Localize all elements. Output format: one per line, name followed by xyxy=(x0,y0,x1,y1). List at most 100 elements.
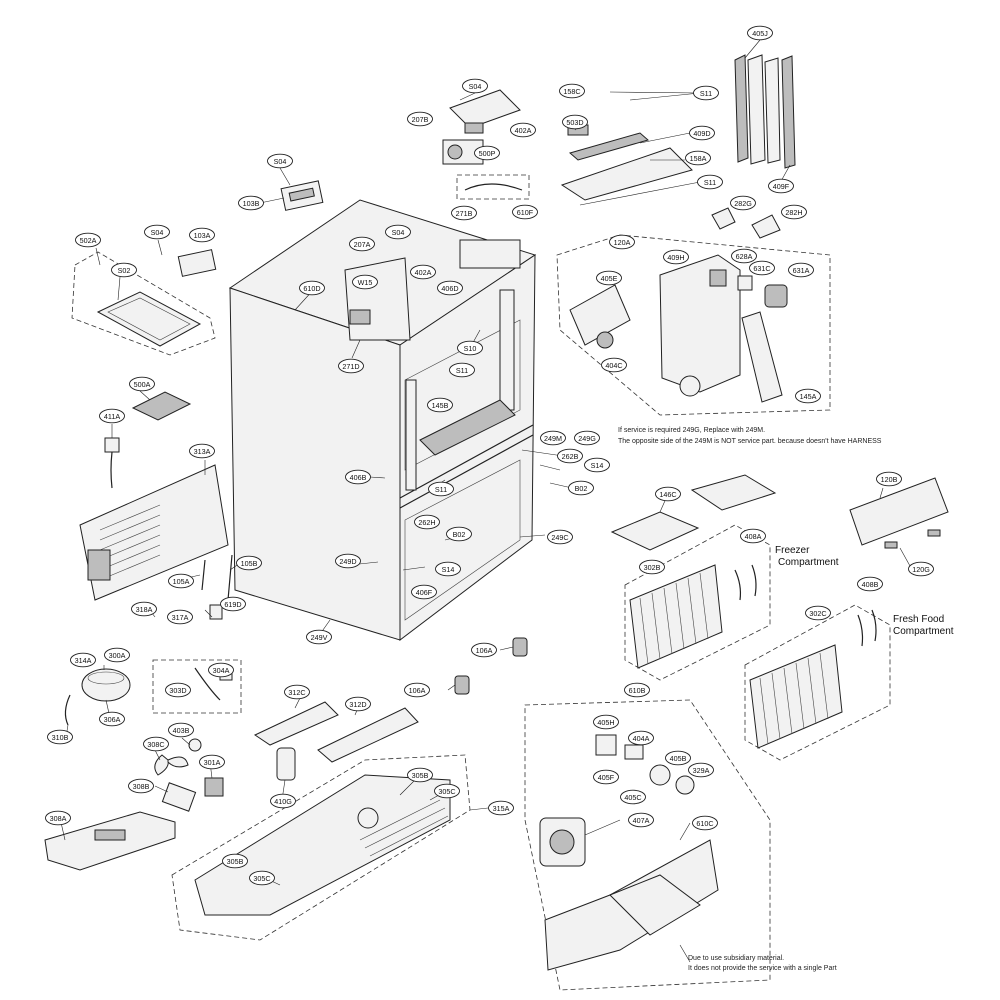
callout-bubble xyxy=(165,682,191,698)
callout-label: 105B xyxy=(241,559,258,568)
callout-label: 405E xyxy=(601,274,618,283)
callout-label: 308A xyxy=(50,814,67,823)
callout-bubble xyxy=(620,789,646,805)
callout-bubble xyxy=(562,114,588,130)
callout-label: 631C xyxy=(753,264,770,273)
callout-bubble xyxy=(338,358,364,374)
callout-bubble xyxy=(428,481,454,497)
callout-b02: B02 xyxy=(446,526,472,542)
callout-label: 308C xyxy=(147,740,164,749)
callout-label: S02 xyxy=(118,266,131,275)
callout-314a: 314A xyxy=(70,652,96,668)
note-service-249g-2: The opposite side of the 249M is NOT ser… xyxy=(618,438,882,445)
callout-405e: 405E xyxy=(596,270,622,286)
callout-308b: 308B xyxy=(128,778,154,794)
callout-bubble xyxy=(510,122,536,138)
callout-317a: 317A xyxy=(167,609,193,625)
callout-262b: 262B xyxy=(557,448,583,464)
callout-500a: 500A xyxy=(129,376,155,392)
callout-bubble xyxy=(665,750,691,766)
capacitor-410g xyxy=(276,747,296,781)
callout-label: 105A xyxy=(173,577,190,586)
callout-302c: 302C xyxy=(805,605,831,621)
callout-407a: 407A xyxy=(628,812,654,828)
callout-label: 405C xyxy=(624,793,641,802)
callout-bubble xyxy=(795,388,821,404)
callout-label: 106A xyxy=(476,646,493,655)
callout-271b: 271B xyxy=(451,205,477,221)
callout-label: 249C xyxy=(551,533,568,542)
power-cord-411a xyxy=(104,437,120,489)
callout-402a: 402A xyxy=(510,122,536,138)
callout-bubble xyxy=(70,652,96,668)
control-housing-103b xyxy=(280,180,324,211)
callout-s11: S11 xyxy=(428,481,454,497)
callout-282h: 282H xyxy=(781,204,807,220)
callout-bubble xyxy=(284,684,310,700)
callout-label: 315A xyxy=(493,804,510,813)
callout-label: 405B xyxy=(670,754,687,763)
callout-bubble xyxy=(407,767,433,783)
callout-bubble xyxy=(457,340,483,356)
callout-409h: 409H xyxy=(663,249,689,265)
callout-w15: W15 xyxy=(352,274,378,290)
callout-bubble xyxy=(385,224,411,240)
callout-bubble xyxy=(75,232,101,248)
callout-310b: 310B xyxy=(47,729,73,745)
callout-bubble xyxy=(238,195,264,211)
cabinet xyxy=(228,199,537,642)
callout-408a: 408A xyxy=(740,528,766,544)
callout-label: 249V xyxy=(311,633,328,642)
callout-bubble xyxy=(559,83,585,99)
fan-308c xyxy=(154,738,224,812)
callout-bubble xyxy=(547,529,573,545)
callout-103a: 103A xyxy=(189,227,215,243)
callout-bubble xyxy=(601,357,627,373)
callout-label: 610F xyxy=(517,208,534,217)
callout-label: 610D xyxy=(303,284,320,293)
callout-120a: 120A xyxy=(609,234,635,250)
callout-label: 610C xyxy=(696,819,713,828)
callout-bubble xyxy=(451,205,477,221)
callout-label: 408A xyxy=(745,532,762,541)
callout-329a: 329A xyxy=(688,762,714,778)
callout-label: 407A xyxy=(633,816,650,825)
display-frame-502a xyxy=(71,251,216,356)
callout-bubble xyxy=(267,153,293,169)
callout-303d: 303D xyxy=(165,682,191,698)
callout-label: S11 xyxy=(435,485,447,494)
callout-bubble xyxy=(697,174,723,190)
callout-label: 249M xyxy=(544,434,562,443)
callout-315a: 315A xyxy=(488,800,514,816)
callout-411a: 411A xyxy=(99,408,125,424)
callout-bubble xyxy=(45,810,71,826)
callout-106a: 106A xyxy=(404,682,430,698)
callout-bubble xyxy=(584,457,610,473)
callout-bubble xyxy=(876,471,902,487)
callout-bubble xyxy=(693,85,719,101)
callout-label: S04 xyxy=(392,228,405,237)
callout-631c: 631C xyxy=(749,260,775,276)
callout-bubble xyxy=(249,870,275,886)
callout-label: 282G xyxy=(734,199,752,208)
callout-label: 120G xyxy=(912,565,930,574)
callout-label: 329A xyxy=(693,766,710,775)
callout-label: 406D xyxy=(441,284,458,293)
callout-bubble xyxy=(474,145,500,161)
callout-bubble xyxy=(299,280,325,296)
freezer-label-line2: Compartment xyxy=(778,557,839,568)
callout-249v: 249V xyxy=(306,629,332,645)
callout-bubble xyxy=(781,204,807,220)
dispenser-group-120a xyxy=(556,234,831,416)
callout-label: 308B xyxy=(133,782,150,791)
callout-label: 402A xyxy=(415,268,432,277)
callout-label: 406B xyxy=(350,473,367,482)
callout-bubble xyxy=(104,647,130,663)
callout-bubble xyxy=(768,178,794,194)
callout-500p: 500P xyxy=(474,145,500,161)
callout-bubble xyxy=(352,274,378,290)
callout-bubble xyxy=(568,480,594,496)
callout-306a: 306A xyxy=(99,711,125,727)
callout-label: 406F xyxy=(416,588,433,597)
callout-label: 207B xyxy=(412,115,429,124)
